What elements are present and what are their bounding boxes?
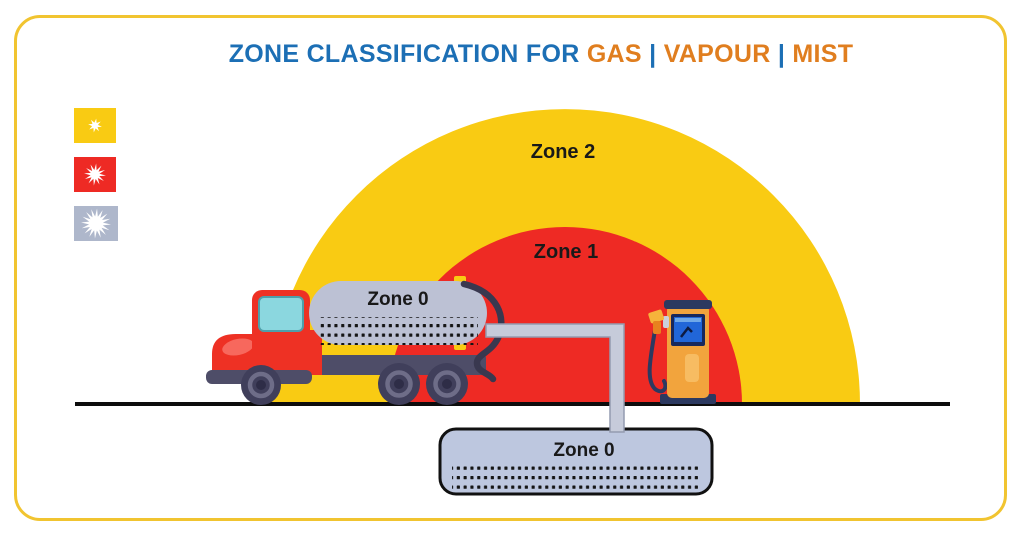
underground-tank — [438, 427, 714, 496]
fuel-dispenser — [647, 300, 716, 404]
legend-swatch-zone0 — [74, 206, 118, 241]
dispenser-hose — [647, 328, 668, 394]
title-prefix: ZONE CLASSIFICATION FOR — [228, 40, 580, 68]
dispenser-panel — [685, 354, 699, 382]
fill-pipe — [485, 323, 625, 433]
truck-front-wheel — [241, 365, 281, 405]
truck-rear-wheel-2 — [426, 363, 468, 405]
truck-rear-wheel-1 — [378, 363, 420, 405]
dispenser-screen-glare — [675, 318, 701, 322]
page-title: ZONE CLASSIFICATION FOR GAS | VAPOUR | M… — [58, 40, 1024, 69]
legend-swatch-zone1 — [74, 157, 118, 192]
tanker-truck — [206, 276, 487, 405]
card-border — [14, 15, 1007, 521]
title-vapour: VAPOUR — [663, 40, 771, 68]
legend-swatch-zone2 — [74, 108, 118, 143]
zone1-label: Zone 1 — [533, 241, 599, 263]
underground-tank-dots — [452, 461, 700, 490]
dispenser-top-cap — [664, 300, 712, 309]
truck-hood-highlight — [222, 338, 254, 356]
screen-nozzle-silhouette — [680, 326, 693, 338]
title-gas: GAS — [586, 40, 642, 68]
large-starburst-icon — [81, 208, 111, 239]
title-separator: | — [777, 40, 786, 68]
nozzle-grip — [653, 321, 661, 334]
medium-starburst-icon — [84, 163, 106, 186]
title-mist: MIST — [792, 40, 854, 68]
delivery-hose — [460, 280, 505, 383]
truck-cab-lower — [262, 330, 322, 375]
truck-window — [258, 296, 304, 332]
small-starburst-icon — [88, 118, 102, 133]
nozzle-holster — [663, 316, 669, 328]
legend — [74, 108, 118, 255]
zone2-label: Zone 2 — [530, 141, 596, 163]
nozzle-icon — [648, 309, 664, 324]
ground-line — [75, 402, 950, 406]
title-separator: | — [649, 40, 657, 68]
underground-tank-zone0-label: Zone 0 — [553, 440, 615, 461]
truck-tank-zone0-label: Zone 0 — [367, 289, 429, 310]
truck-tank-dots — [318, 317, 478, 345]
